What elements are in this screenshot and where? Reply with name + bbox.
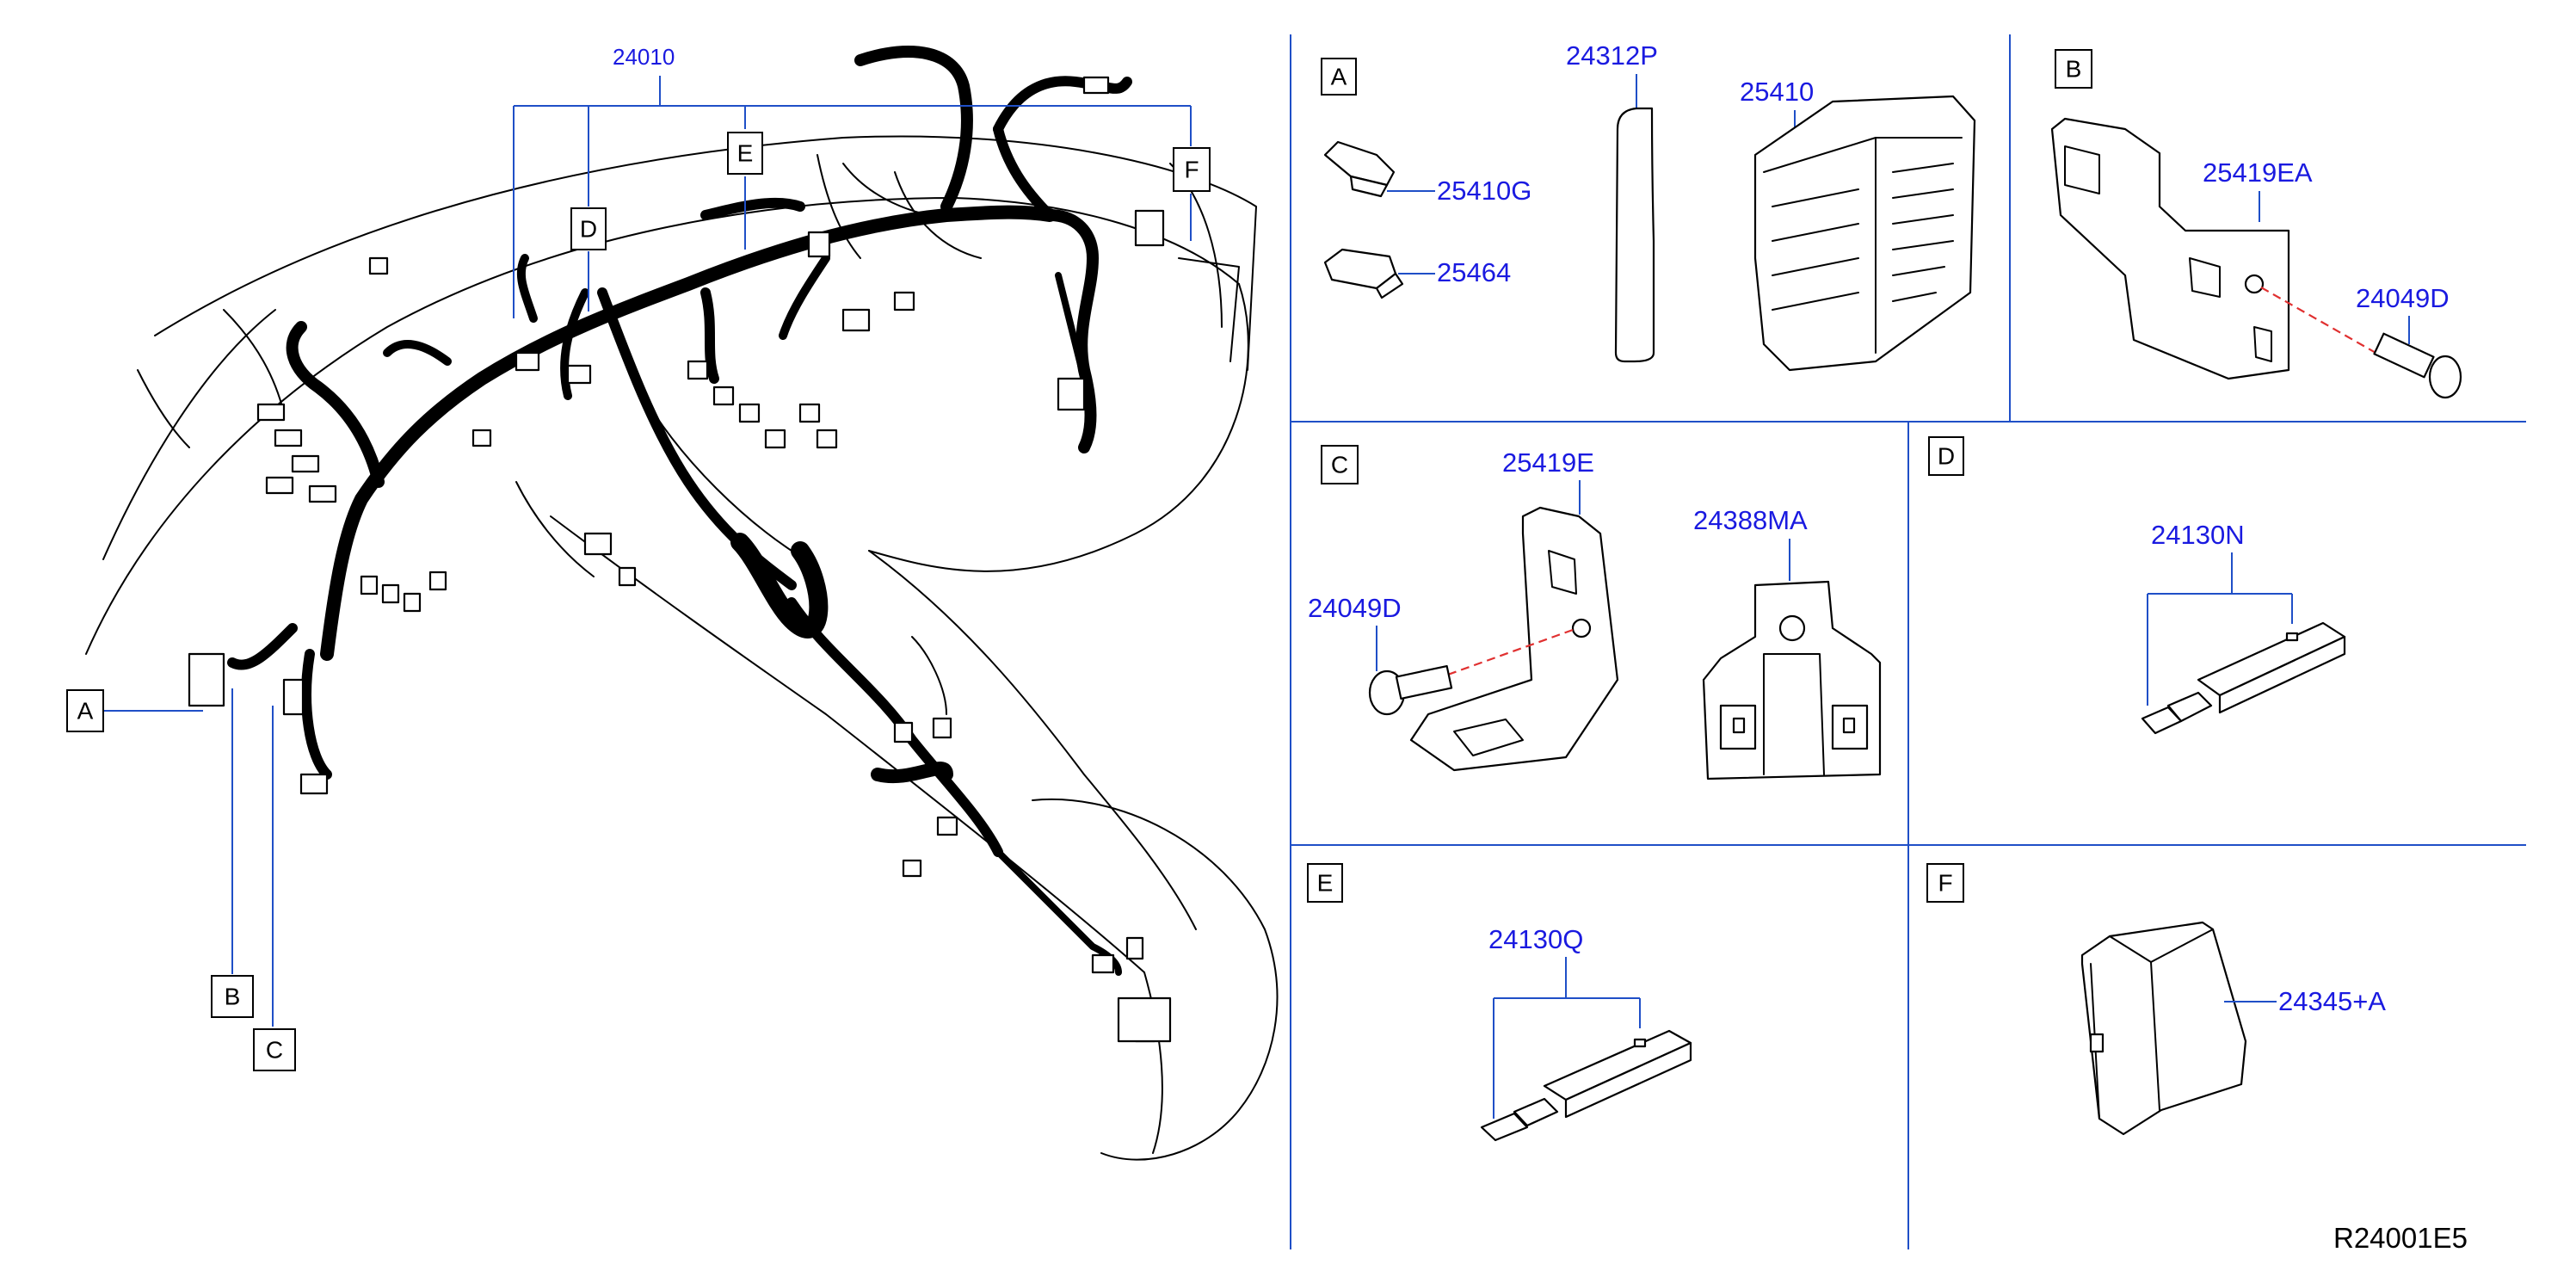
callout-e-letter: E — [737, 140, 754, 167]
jumper-e-part-label: 24130Q — [1488, 924, 1583, 954]
main-harness-label: 24010 — [613, 44, 675, 70]
module-part — [2080, 921, 2247, 1136]
main-wiring-harness — [227, 46, 1132, 976]
bolt-b-part-label: 24049D — [2356, 283, 2450, 313]
callout-b: B — [211, 975, 254, 1018]
panel-c-letter: C — [1331, 452, 1348, 478]
terminal-part-label: 25410G — [1437, 176, 1531, 206]
clip-bracket-part — [1702, 580, 1882, 780]
callout-d-letter: D — [580, 216, 597, 243]
bracket-c-part — [1409, 506, 1619, 772]
clip-bracket-part-label: 24388MA — [1693, 505, 1808, 535]
callout-f-letter: F — [1184, 157, 1199, 183]
bracket-b-part — [2050, 117, 2290, 380]
label-part-label: 24312P — [1566, 40, 1658, 71]
fuse-part-label: 25464 — [1437, 257, 1511, 287]
callout-e: E — [727, 132, 763, 175]
bracket-b-part-label: 25419EA — [2203, 157, 2313, 188]
callout-b-letter: B — [225, 984, 241, 1010]
fuse-block-part-label: 25410 — [1740, 77, 1814, 107]
module-part-label: 24345+A — [2278, 986, 2386, 1016]
main-callout-leaders: 24010 — [103, 44, 1192, 1027]
panel-a: A 25410G 25464 24312P 25410 — [1321, 40, 1976, 372]
callout-a-letter: A — [77, 698, 94, 725]
bolt-b-part — [2373, 332, 2462, 399]
callout-c: C — [253, 1028, 296, 1071]
panel-c: C 25419E 24049D 24388MA — [1308, 445, 1882, 780]
bolt-c-part — [1368, 664, 1453, 716]
panel-dividers — [1290, 34, 2526, 1249]
panel-f: F 24345+A — [1926, 863, 2386, 1136]
callout-a: A — [66, 689, 104, 732]
terminal-part — [1323, 140, 1396, 198]
jumper-d-part-label: 24130N — [2151, 520, 2245, 550]
bracket-c-part-label: 25419E — [1502, 447, 1594, 478]
callout-c-letter: C — [266, 1037, 283, 1064]
jumper-e-part — [1480, 1029, 1692, 1142]
bolt-c-part-label: 24049D — [1308, 593, 1402, 623]
panel-d-letter: D — [1938, 443, 1955, 470]
panel-e-letter: E — [1317, 870, 1334, 897]
diagram-reference-code: R24001E5 — [2333, 1222, 2468, 1254]
panel-b-letter: B — [2066, 56, 2082, 83]
callout-d: D — [570, 207, 607, 250]
dashboard-outline — [85, 135, 1279, 1161]
fuse-label-sheet — [1614, 107, 1655, 363]
panel-d: D 24130N — [1928, 436, 2346, 735]
panel-e: E 24130Q — [1307, 863, 1692, 1142]
jumper-d-part — [2141, 621, 2346, 735]
panel-b: B 25419EA 24049D — [2050, 49, 2462, 399]
fuse-part — [1323, 248, 1404, 299]
callout-f: F — [1173, 147, 1211, 192]
panel-f-letter: F — [1938, 870, 1952, 897]
fuse-block-part — [1753, 95, 1976, 372]
panel-a-letter: A — [1331, 64, 1347, 90]
harness-connectors — [188, 76, 1172, 1043]
